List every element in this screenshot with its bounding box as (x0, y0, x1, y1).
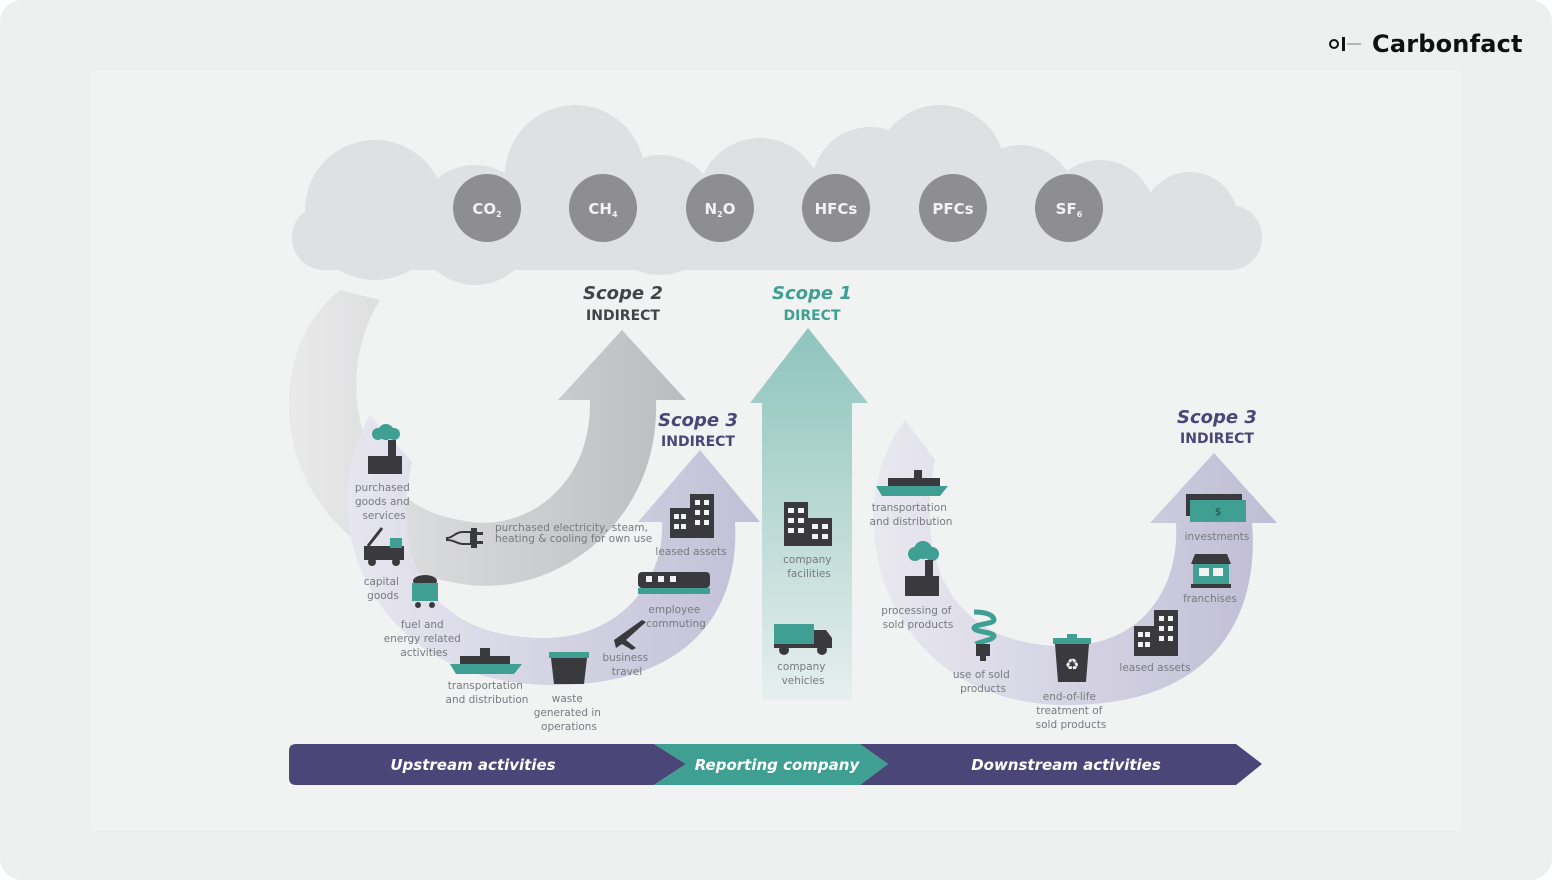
downstream-building-icon (1134, 610, 1178, 656)
processing-factory-icon (905, 541, 939, 596)
end-of-life-label: end-of-life treatment of sold products (1036, 691, 1107, 731)
svg-text:Scope 3: Scope 3 (658, 410, 738, 431)
reporting-company-label: Reporting company (695, 756, 861, 774)
upstream-activities-label: Upstream activities (390, 756, 555, 774)
use-of-sold-products-label: use of sold products (953, 669, 1013, 695)
svg-text:Scope 2: Scope 2 (583, 283, 663, 304)
scope2-label: Scope 2 INDIRECT (583, 283, 663, 324)
scope1-arrow (750, 328, 868, 700)
dumpster-icon (549, 652, 589, 684)
svg-text:CH4: CH4 (588, 200, 618, 219)
money-icon: $ (1186, 494, 1246, 522)
gas-n2o: N2O (686, 174, 754, 242)
gas-co2: CO2 (453, 174, 521, 242)
svg-text:INDIRECT: INDIRECT (1180, 431, 1254, 447)
gas-circles: CO2 CH4 N2O HFCs PFCs SF6 (453, 174, 1103, 242)
crane-truck-icon (364, 527, 404, 566)
business-travel-label: business travel (602, 652, 651, 678)
downstream-ship-icon (876, 470, 948, 496)
franchises-label: franchises (1183, 593, 1237, 605)
recycle-bin-icon: ♻ (1053, 634, 1091, 682)
investments-label: investments (1185, 531, 1250, 543)
upstream-transport-label: transportation and distribution (446, 680, 529, 706)
svg-text:INDIRECT: INDIRECT (661, 434, 735, 450)
bulb-icon (971, 609, 997, 661)
upstream-building-icon (670, 494, 714, 538)
downstream-segment (860, 744, 1262, 785)
svg-text:Scope 1: Scope 1 (772, 283, 852, 304)
reporting-segment (654, 744, 888, 785)
brand-name: Carbonfact (1372, 30, 1523, 58)
svg-text:CO2: CO2 (472, 200, 501, 219)
company-facilities-label: company facilities (783, 554, 835, 580)
upstream-segment (289, 744, 686, 785)
svg-text:INDIRECT: INDIRECT (586, 308, 660, 324)
company-vehicles-label: company vehicles (777, 661, 829, 687)
plug-icon (446, 528, 483, 548)
gas-sf6: SF6 (1035, 174, 1103, 242)
airplane-icon (614, 620, 646, 650)
svg-text:SF6: SF6 (1056, 200, 1083, 219)
downstream-transport-label: transportation and distribution (870, 502, 953, 528)
carbonfact-logo-icon (1329, 37, 1361, 51)
gas-hfcs: HFCs (802, 174, 870, 242)
scope3-upstream-label: Scope 3 INDIRECT (658, 410, 738, 450)
downstream-leased-assets-label: leased assets (1119, 662, 1190, 674)
employee-commuting-label: employee commuting (646, 604, 706, 630)
scope1-label: Scope 1 DIRECT (772, 283, 852, 324)
svg-text:♻: ♻ (1065, 655, 1079, 674)
gas-ch4: CH4 (569, 174, 637, 242)
gas-pfcs: PFCs (919, 174, 987, 242)
purchased-goods-label: purchased goods and services (355, 482, 413, 522)
scope3-upstream-arrow (347, 415, 760, 686)
svg-text:PFCs: PFCs (932, 200, 973, 218)
upstream-leased-assets-label: leased assets (655, 546, 726, 558)
fuel-cart-icon (412, 575, 438, 608)
downstream-activities-label: Downstream activities (971, 756, 1161, 774)
svg-text:$: $ (1215, 507, 1221, 518)
truck-icon (774, 624, 832, 655)
scope3-downstream-label: Scope 3 INDIRECT (1177, 407, 1257, 447)
carbonfact-logo: Carbonfact (1328, 28, 1523, 60)
factory-icon (368, 424, 402, 474)
svg-text:N2O: N2O (705, 200, 736, 219)
capital-goods-label: capital goods (364, 576, 403, 602)
purchased-electricity-label: purchased electricity, steam, heating & … (495, 522, 652, 545)
activity-bar: Upstream activities Reporting company Do… (289, 744, 1262, 785)
storefront-icon (1191, 554, 1231, 588)
company-facilities-icon (784, 502, 832, 546)
train-icon (638, 572, 710, 594)
waste-label: waste generated in operations (534, 693, 605, 733)
svg-text:HFCs: HFCs (815, 200, 858, 218)
svg-text:Scope 3: Scope 3 (1177, 407, 1257, 428)
processing-sold-products-label: processing of sold products (881, 605, 954, 631)
svg-text:DIRECT: DIRECT (784, 308, 841, 324)
fuel-energy-label: fuel and energy related activities (384, 619, 464, 659)
ship-icon (450, 648, 522, 674)
cloud-band (292, 105, 1262, 285)
